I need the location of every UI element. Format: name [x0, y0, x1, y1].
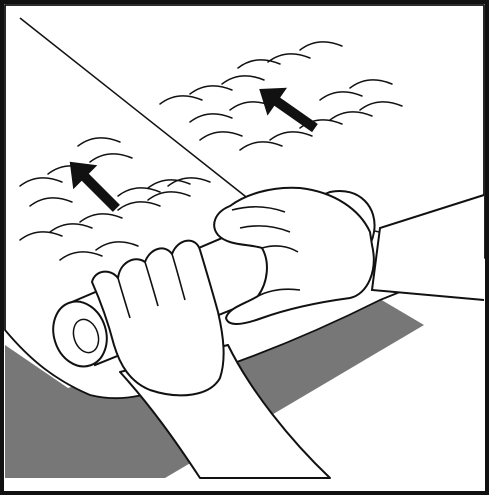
- illustration-svg: [0, 0, 489, 495]
- illustration-canvas: [0, 0, 489, 495]
